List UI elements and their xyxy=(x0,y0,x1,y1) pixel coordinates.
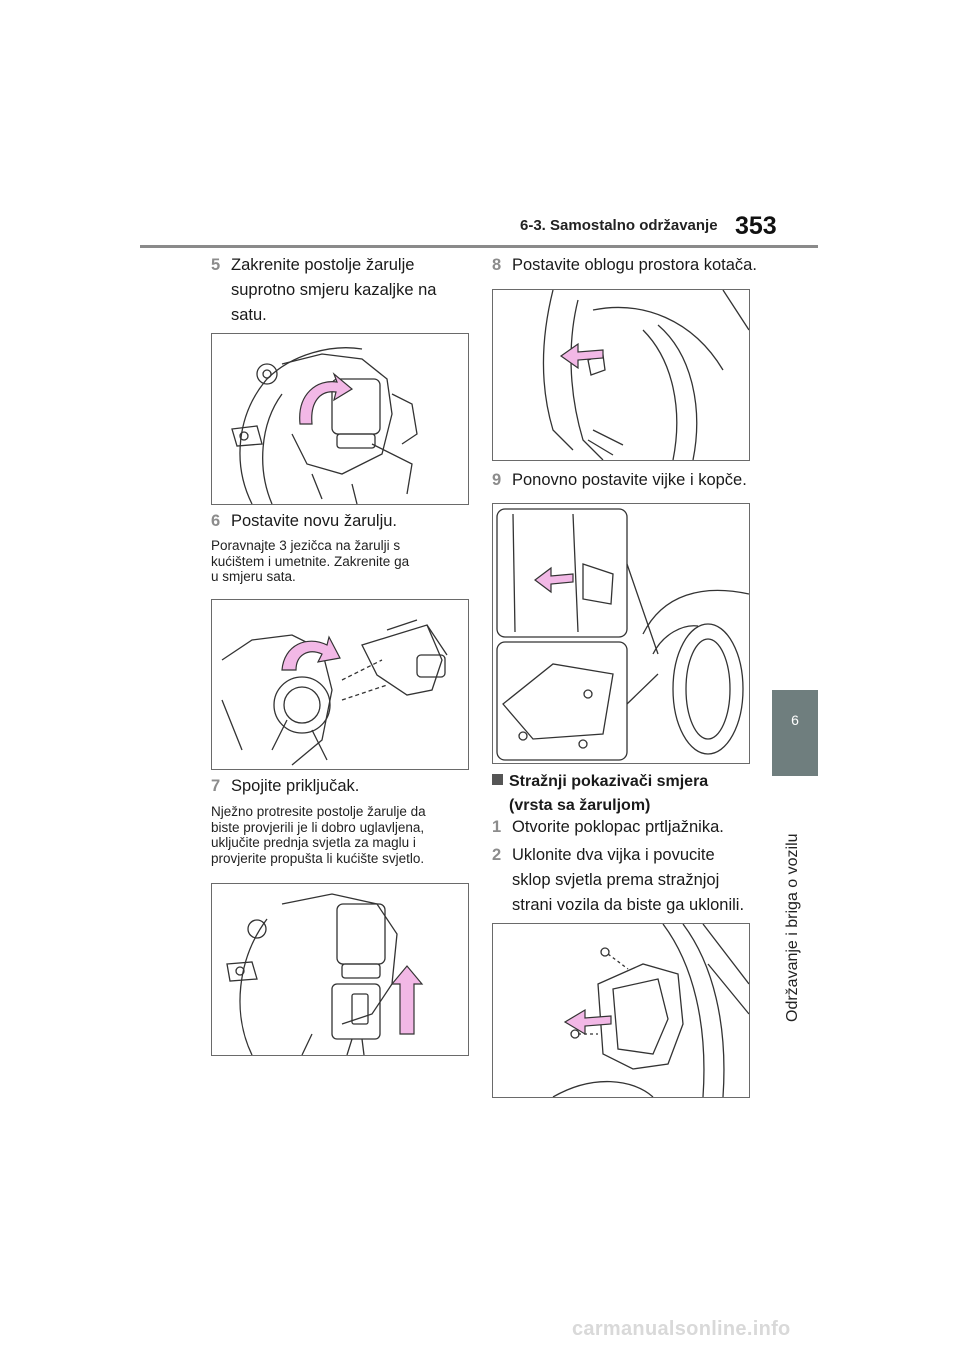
note-line: provjerite propušta li kućište svjetlo. xyxy=(211,850,425,866)
heading-text: Stražnji pokazivači smjera xyxy=(509,773,709,790)
rotate-arrow-icon xyxy=(281,635,341,671)
step-number: 9 xyxy=(492,471,502,489)
step-number: 7 xyxy=(211,777,221,795)
heading-text: (vrsta sa žaruljom) xyxy=(509,797,651,814)
figure-screws-clips xyxy=(492,503,750,764)
step-6: 6 Postavite novu žarulju. xyxy=(211,509,471,534)
step-number: 6 xyxy=(211,512,221,530)
left-arrow-icon xyxy=(563,1008,612,1036)
illustration-bulb-insert xyxy=(221,619,448,766)
chapter-tab xyxy=(772,690,818,776)
illustration-wheel-well xyxy=(542,290,749,460)
header-rule xyxy=(140,245,818,248)
note-step-6: Poravnajte 3 jezičca na žarulji s kućišt… xyxy=(211,538,471,585)
chapter-title: Održavanje i briga o vozilu xyxy=(784,833,801,1022)
step-number: 2 xyxy=(492,846,502,864)
note-step-7: Nježno protresite postolje žarulje da bi… xyxy=(211,804,473,866)
step-text: Postavite novu žarulju. xyxy=(231,512,398,530)
note-line: biste provjerili je li dobro uglavljena, xyxy=(211,819,425,835)
illustration-rear-lamp xyxy=(552,924,749,1097)
step-number: 5 xyxy=(211,256,221,274)
step-text: Postavite oblogu prostora kotača. xyxy=(512,256,757,274)
page-number: 353 xyxy=(735,212,777,240)
illustration-screws-clips xyxy=(496,508,749,761)
figure-bulb-rotate-ccw xyxy=(211,333,469,505)
step-8: 8 Postavite oblogu prostora kotača. xyxy=(492,253,762,278)
heading-bullet-icon xyxy=(492,774,503,785)
step-number: 1 xyxy=(492,818,502,836)
figure-connect-plug xyxy=(211,883,469,1056)
illustration-connector xyxy=(226,893,424,1055)
step-5: 5 Zakrenite postolje žarulje suprotno smj… xyxy=(211,253,471,328)
left-arrow-icon xyxy=(534,566,574,594)
section-heading: Stražnji pokazivači smjera (vrsta sa žar… xyxy=(492,770,762,818)
step-text: strani vozila da biste ga uklonili. xyxy=(512,896,745,914)
step-text: suprotno smjeru kazaljke na xyxy=(231,281,437,299)
step-text: Ponovno postavite vijke i kopče. xyxy=(512,471,747,489)
figure-wheel-liner xyxy=(492,289,750,461)
step-1: 1 Otvorite poklopac prtljažnika. xyxy=(492,815,762,840)
note-line: u smjeru sata. xyxy=(211,569,296,584)
chapter-number: 6 xyxy=(791,712,799,728)
up-arrow-icon xyxy=(390,965,424,1035)
step-text: Uklonite dva vijka i povucite xyxy=(512,846,715,864)
footer-watermark[interactable]: carmanualsonline.info xyxy=(572,1318,791,1340)
step-9: 9 Ponovno postavite vijke i kopče. xyxy=(492,468,762,493)
note-line: Poravnajte 3 jezičca na žarulji s xyxy=(211,538,401,553)
step-2: 2 Uklonite dva vijka i povucite sklop svj… xyxy=(492,843,762,918)
note-line: Nježno protresite postolje žarulje da xyxy=(211,804,426,819)
note-line: kućištem i umetnite. Zakrenite ga xyxy=(211,553,410,569)
step-text: sklop svjetla prema stražnjoj xyxy=(512,871,720,889)
step-number: 8 xyxy=(492,256,502,274)
header-section-title: 6-3. Samostalno održavanje xyxy=(520,217,718,234)
figure-rear-signal-removal xyxy=(492,923,750,1098)
step-text: Spojite priključak. xyxy=(231,777,360,795)
step-7: 7 Spojite priključak. xyxy=(211,774,471,799)
figure-install-bulb xyxy=(211,599,469,770)
left-arrow-icon xyxy=(559,342,604,370)
step-text: satu. xyxy=(231,306,267,324)
rotate-arrow-icon xyxy=(299,372,354,425)
step-text: Zakrenite postolje žarulje xyxy=(231,256,415,274)
illustration-headlamp-bulb xyxy=(231,347,418,504)
step-text: Otvorite poklopac prtljažnika. xyxy=(512,818,724,836)
note-line: uključite prednja svjetla za maglu i xyxy=(211,835,416,850)
